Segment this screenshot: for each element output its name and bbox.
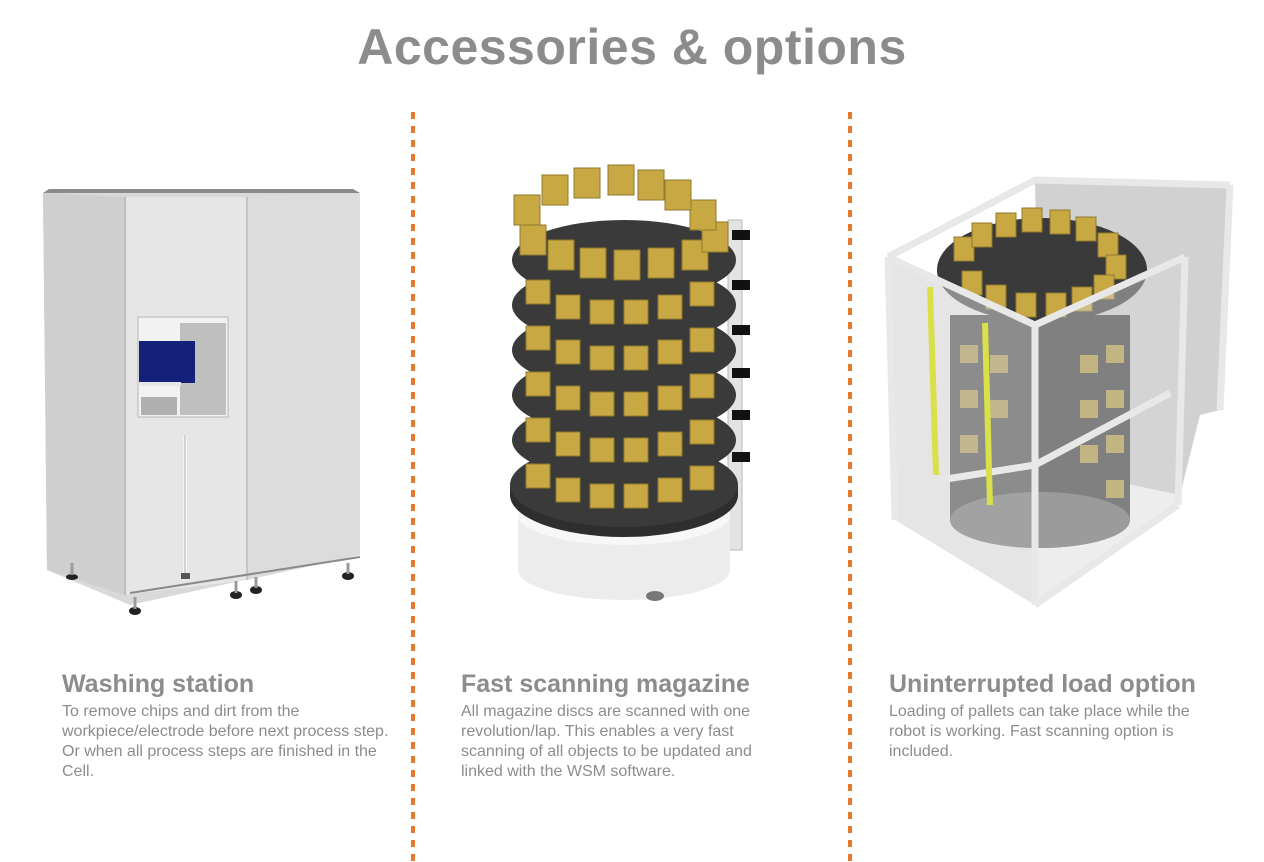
washing-station-heading: Washing station [62,670,255,698]
load-option-heading: Uninterrupted load option [889,670,1196,698]
column-divider-2 [848,112,852,862]
load-option-caption: Uninterrupted load option Loading of pal… [889,670,1219,762]
column-divider-1 [411,112,415,862]
scanning-magazine-image [510,164,750,601]
scanning-magazine-text: All magazine discs are scanned with one … [461,703,752,780]
scanning-magazine-caption: Fast scanning magazine All magazine disc… [461,670,791,782]
load-option-text: Loading of pallets can take place while … [889,703,1190,760]
scanning-magazine-heading: Fast scanning magazine [461,670,750,698]
load-option-image [884,176,1234,608]
washing-station-image [43,189,361,615]
washing-station-caption: Washing station To remove chips and dirt… [62,670,392,782]
washing-station-text: To remove chips and dirt from the workpi… [62,703,389,780]
page-title: Accessories & options [357,19,907,75]
